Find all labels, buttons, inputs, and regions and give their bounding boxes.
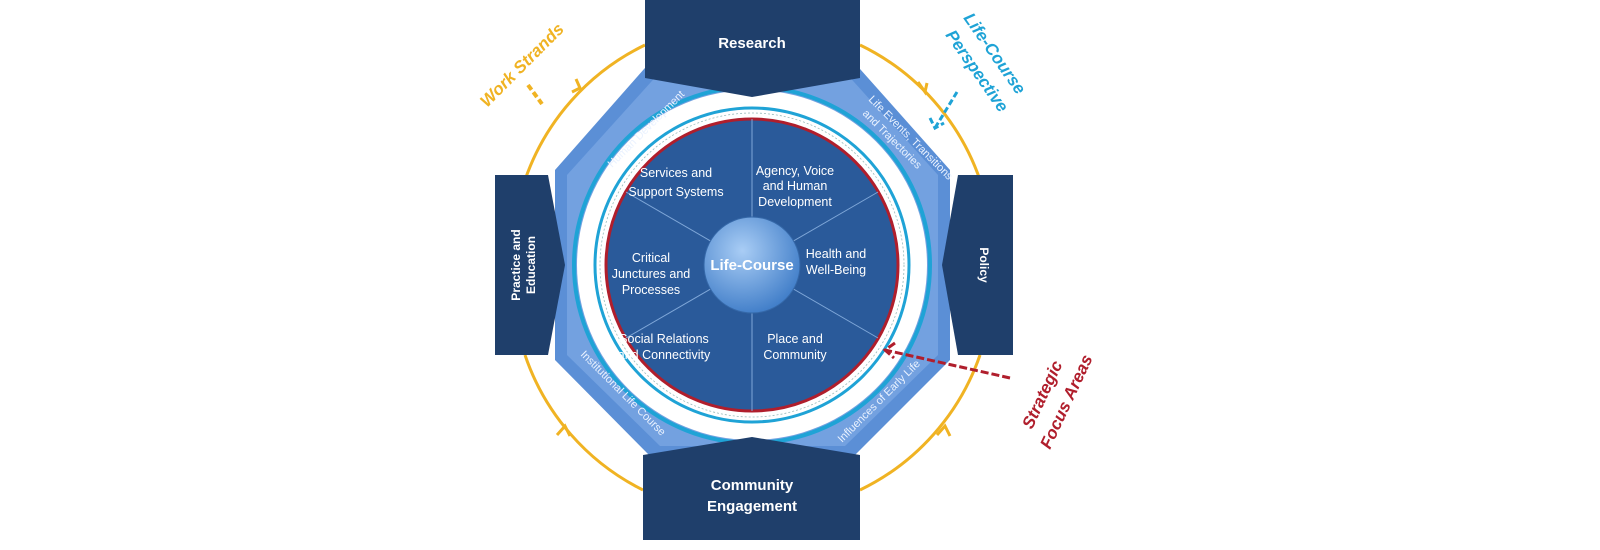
annotation-work-strands: Work Strands [476, 19, 567, 110]
policy-box[interactable] [942, 175, 1013, 355]
annotation-strategic-focus: Strategic Focus Areas [1018, 352, 1096, 452]
strategic-pointer-icon [882, 341, 1011, 380]
annotation-life-course-perspective: Life-Course Perspective [942, 9, 1030, 115]
work-strand-cycle-arrows [523, 43, 982, 492]
life-course-pointer-icon [928, 91, 959, 131]
arrow-top-right [859, 43, 982, 181]
center-circle [703, 216, 801, 314]
practice-education-label: Practice andEducation [509, 229, 538, 300]
practice-education-box[interactable] [495, 175, 565, 355]
arrow-top-left [523, 43, 646, 181]
work-strands-pointer-icon [526, 83, 544, 106]
research-box[interactable] [645, 0, 860, 97]
research-label: Research [718, 35, 786, 52]
arrow-bottom-right [859, 354, 982, 492]
policy-label: Policy [977, 247, 991, 283]
community-engagement-box[interactable] [643, 437, 860, 540]
center-label: Life-Course [710, 257, 793, 274]
